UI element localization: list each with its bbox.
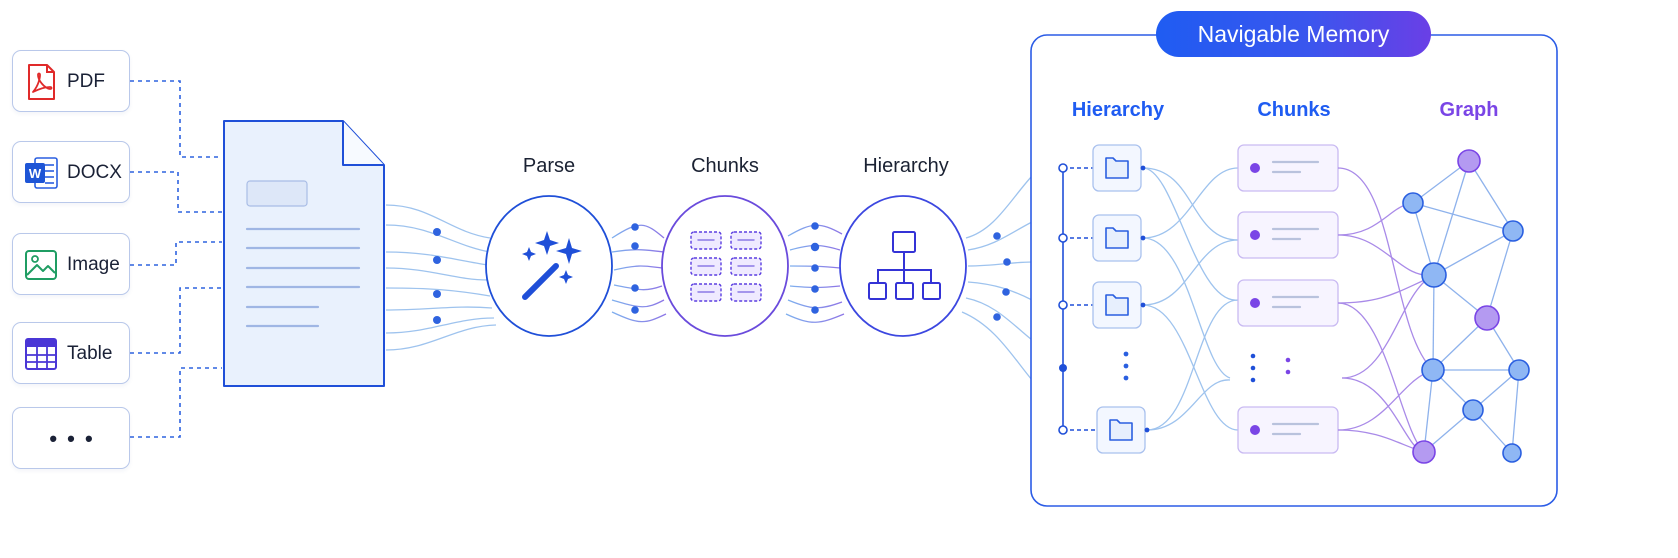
folder-icon (1105, 294, 1129, 316)
flow-doc-to-parse (385, 204, 497, 351)
image-connector (130, 241, 222, 266)
stage-title-hierarchy: Hierarchy (863, 155, 949, 177)
svg-text:W: W (29, 166, 42, 181)
source-image: Image (12, 233, 130, 295)
table-icon (25, 338, 57, 370)
source-pdf: PDF (12, 50, 130, 112)
memory-column-chunks: Chunks (1257, 99, 1331, 121)
chunk-cards (1237, 144, 1339, 454)
flow-dots-3 (810, 222, 820, 314)
folder-box-3 (1092, 281, 1142, 329)
source-label: PDF (67, 71, 105, 92)
source-docx: W DOCX (12, 141, 130, 203)
source-label: Image (67, 254, 120, 275)
word-docx-icon: W (25, 157, 58, 189)
document-icon (223, 120, 385, 387)
flow-dots-2 (631, 223, 639, 314)
flow-dots-4 (993, 232, 1011, 321)
source-table: Table (12, 322, 130, 384)
folder-icon (1105, 227, 1129, 249)
folder-to-chunk-links (1142, 167, 1239, 431)
chunk-card-4 (1237, 406, 1339, 454)
image-icon (25, 250, 57, 280)
folder-box-1 (1092, 144, 1142, 192)
source-more: • • • (12, 407, 130, 469)
table-connector (130, 287, 222, 354)
hierarchy-node (839, 195, 967, 337)
chunk-ellipsis-icon (1250, 353, 1291, 383)
source-label: DOCX (67, 162, 122, 183)
memory-column-graph: Graph (1439, 99, 1499, 121)
memory-title-badge: Navigable Memory (1156, 11, 1431, 57)
folder-ellipsis-icon (1123, 351, 1129, 381)
source-connectors (130, 80, 222, 438)
chunk-card-2 (1237, 211, 1339, 259)
flow-dots-1 (433, 228, 441, 324)
org-tree-icon (868, 231, 941, 300)
hierarchy-tree (1058, 163, 1096, 435)
pdf-icon (28, 64, 55, 100)
chunk-card-1 (1237, 144, 1339, 192)
docx-connector (130, 171, 222, 213)
more-dots-icon: • • • (49, 426, 95, 451)
folder-box-2 (1092, 214, 1142, 262)
chunk-card-3 (1237, 279, 1339, 327)
stage-title-parse: Parse (522, 155, 576, 177)
stage-title-chunks: Chunks (691, 155, 759, 177)
parse-node (485, 195, 613, 337)
source-label: Table (67, 343, 113, 364)
folder-link-dots (1140, 165, 1150, 433)
folder-boxes (1092, 144, 1146, 454)
folder-icon (1105, 157, 1129, 179)
magic-wand-icon (522, 231, 582, 300)
memory-column-hierarchy: Hierarchy (1071, 99, 1165, 121)
more-connector (130, 367, 222, 438)
chunks-node (661, 195, 789, 337)
graph-nodes (1402, 149, 1530, 464)
folder-box-4 (1096, 406, 1146, 454)
flow-hierarchy-to-memory (961, 175, 1033, 381)
flow-parse-to-chunks (611, 224, 667, 323)
folder-icon (1109, 419, 1133, 441)
pdf-connector (130, 80, 222, 158)
